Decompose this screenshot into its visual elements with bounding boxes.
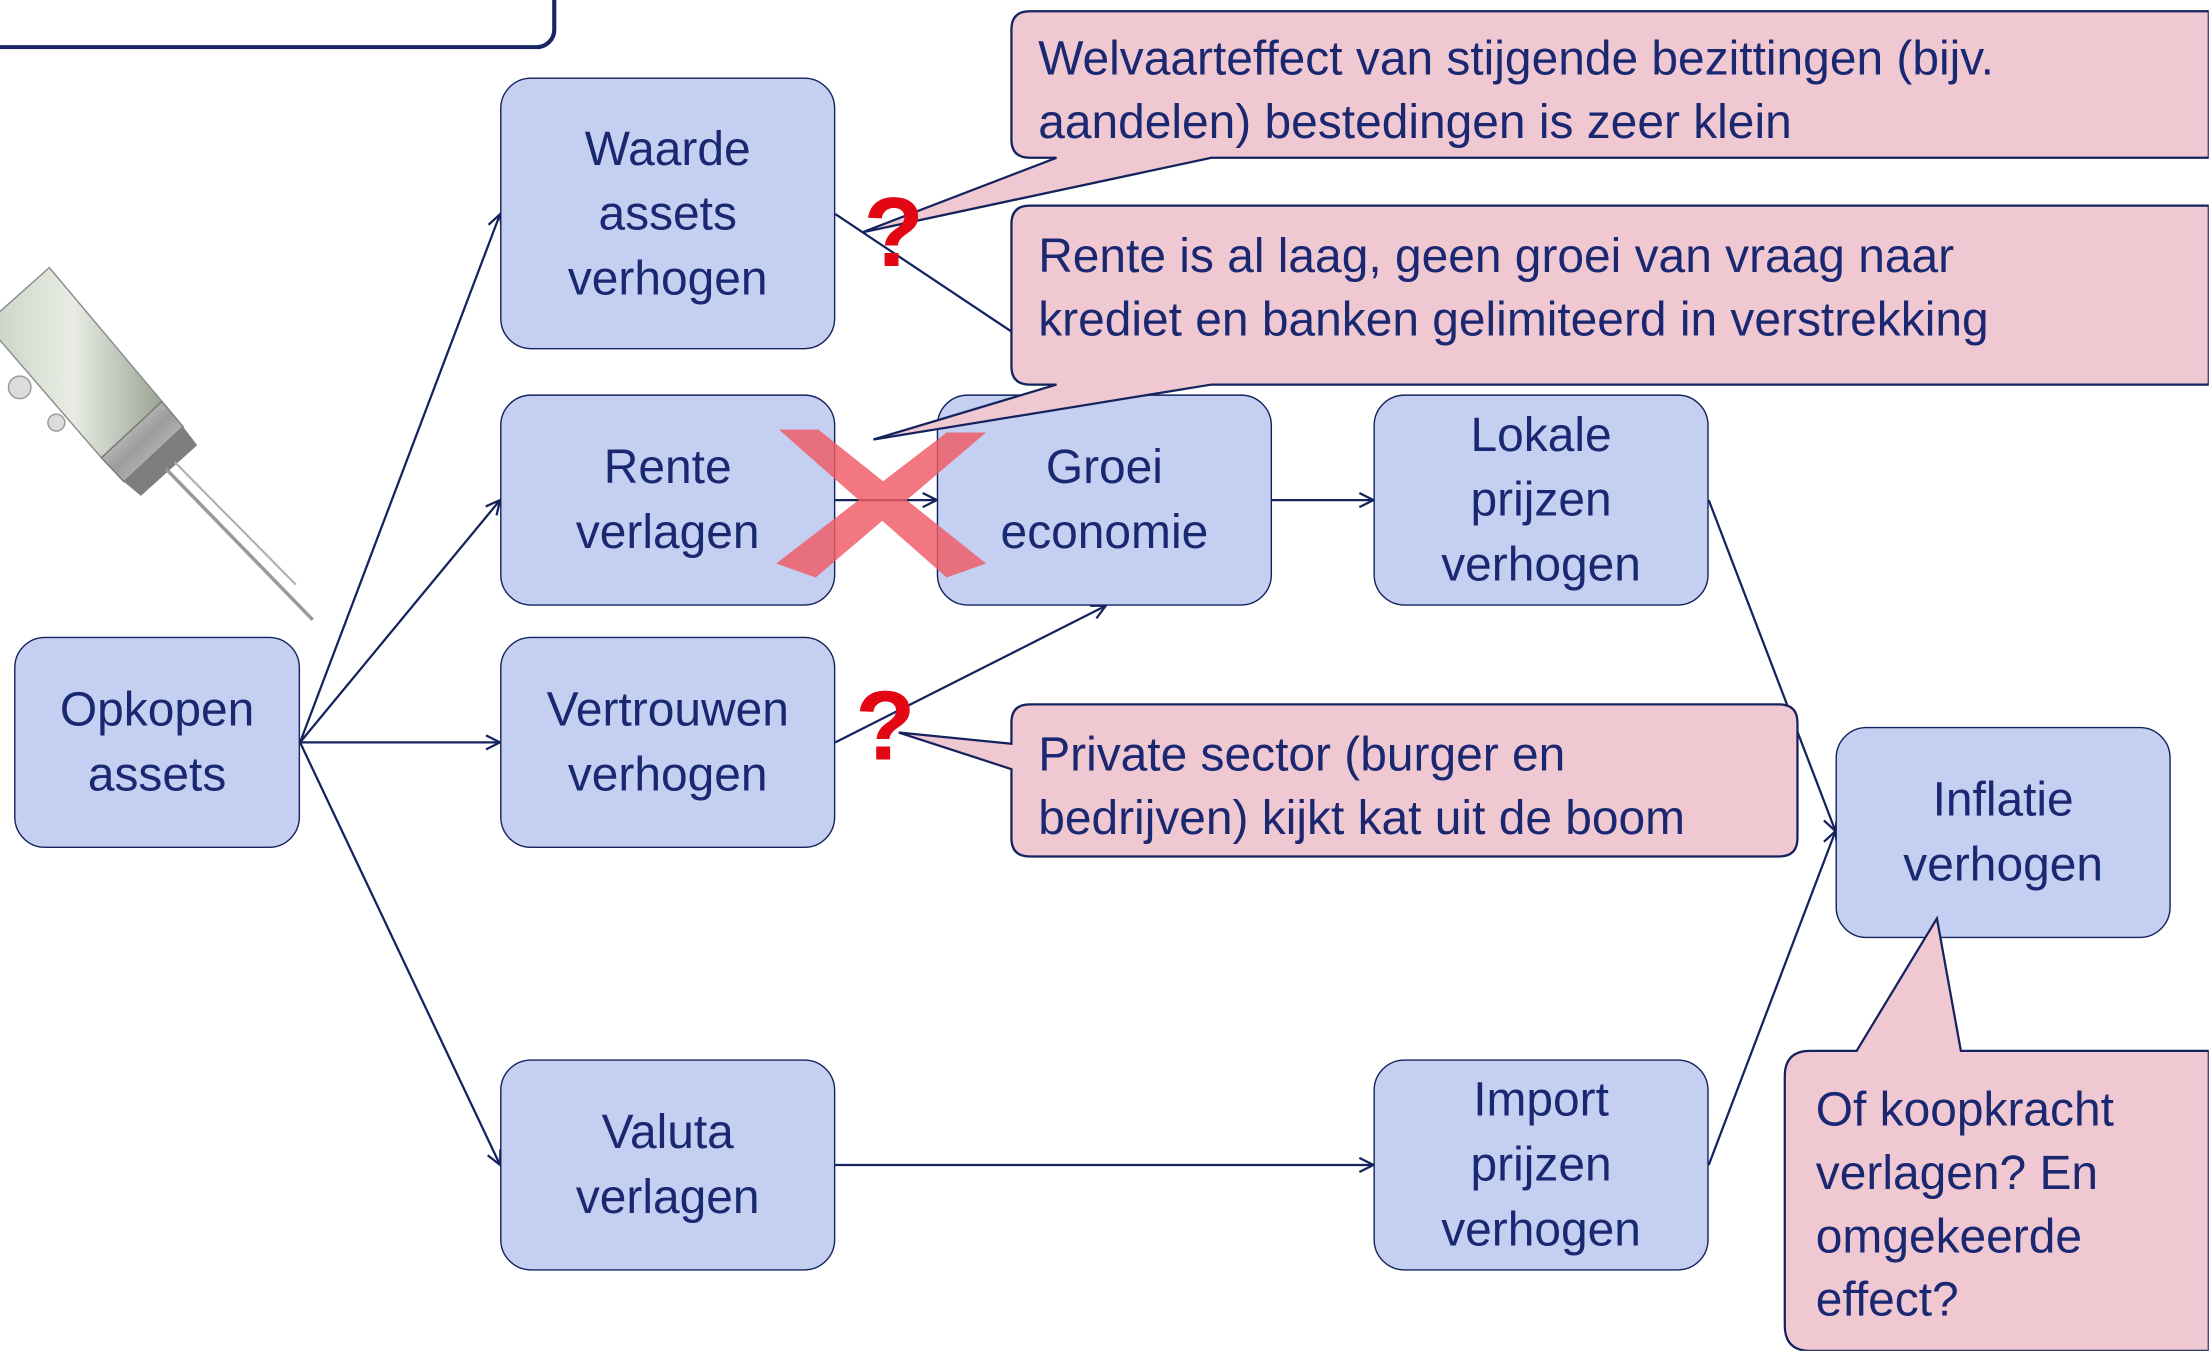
connectors [298,214,1835,1165]
node-opkopen-assets: Opkopen assets [14,636,301,849]
node-lokale-prijzen-verhogen: Lokale prijzen verhogen [1373,394,1709,606]
node-valuta-verlagen: Valuta verlagen [500,1059,836,1271]
question-mark-2: ? [855,670,916,781]
node-label: Groei economie [1000,440,1209,560]
callout-welvaart-text: Welvaarteffect van stijgende bezittingen… [1038,32,1994,150]
callout-shapes [861,10,2209,1351]
callout-private-text: Private sector (burger en bedrijven) kij… [1038,728,1686,846]
cross-icon [776,429,987,578]
node-label: Lokale prijzen verhogen [1441,408,1641,592]
node-label: Vertrouwen verhogen [546,683,789,802]
node-label: Import prijzen verhogen [1441,1073,1641,1257]
node-inflatie-verhogen: Inflatie verhogen [1835,726,2171,939]
node-import-prijzen-verhogen: Import prijzen verhogen [1373,1059,1709,1271]
node-label: Opkopen assets [59,683,255,802]
top-left-frame [0,0,557,50]
question-mark-1: ? [863,177,924,288]
node-groei-economie: Groei economie [936,394,1273,606]
node-label: Valuta verlagen [575,1105,760,1225]
callout-koopkracht-bubble [1783,915,2209,1351]
callout-welvaart-bubble [861,10,2209,234]
callout-private-bubble [898,703,1799,858]
node-waarde-assets-verhogen: Waarde assets verhogen [500,77,836,350]
callout-rente-text: Rente is al laag, geen groei van vraag n… [1038,229,1989,347]
node-label: Rente verlagen [575,440,760,560]
node-label: Waarde assets verhogen [567,121,768,305]
node-label: Inflatie verhogen [1903,773,2103,892]
syringe-icon [0,266,314,622]
callout-koopkracht-text: Of koopkracht verlagen? En omgekeerde ef… [1815,1083,2114,1327]
callout-rente-bubble [873,204,2209,441]
node-vertrouwen-verhogen: Vertrouwen verhogen [500,636,836,849]
